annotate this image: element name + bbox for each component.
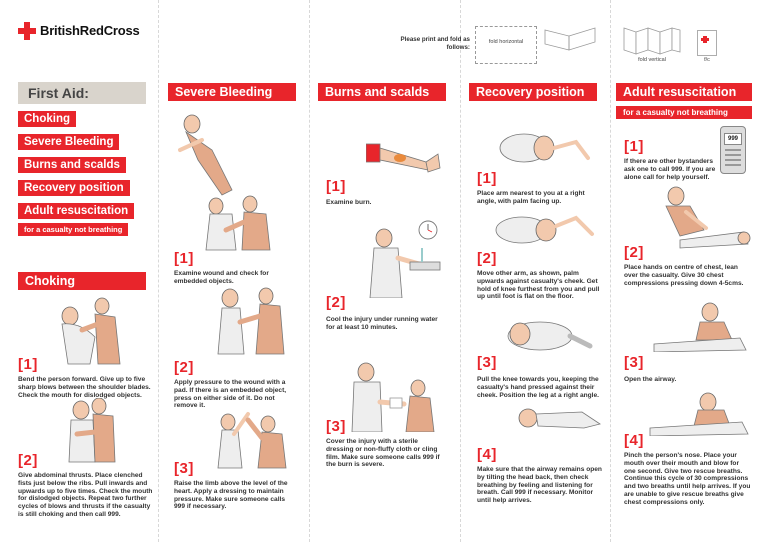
recovery-step-4-illustration xyxy=(518,408,601,429)
fold-arrow-diagram xyxy=(544,27,596,51)
fold-horizontal-label: fold horizontal xyxy=(488,39,524,45)
print-instructions: Please print and fold as follows: xyxy=(400,36,470,51)
first-aid-title: First Aid: xyxy=(18,82,146,104)
recovery-step-2-text: Move other arm, as shown, palm upwards a… xyxy=(477,270,600,301)
bleeding-step-1-number: [1] xyxy=(174,250,194,267)
resus-step-4-text: Pinch the person's nose. Place your mout… xyxy=(624,452,751,506)
resus-compressions-illustration xyxy=(665,186,751,249)
red-cross-logo xyxy=(18,22,36,40)
fold-line xyxy=(309,0,310,542)
fold-line xyxy=(610,0,611,542)
menu-item-resus-sub: for a casualty not breathing xyxy=(18,223,129,236)
bleeding-examine-illustration xyxy=(178,114,271,251)
burns-cool-water-illustration xyxy=(369,220,441,298)
burns-step-1-number: [1] xyxy=(326,178,346,195)
menu-item-burns: Burns and scalds xyxy=(18,157,126,173)
recovery-step-2-number: [2] xyxy=(477,250,497,267)
menu-item-bleeding: Severe Bleeding xyxy=(18,134,120,150)
section-title-recovery: Recovery position xyxy=(469,83,597,101)
fold-vertical-label: fold vertical xyxy=(638,57,666,63)
recovery-step-4-text: Make sure that the airway remains open b… xyxy=(477,466,602,505)
phone-screen: 999 xyxy=(724,133,742,145)
recovery-step-1-text: Place arm nearest to you at a right angl… xyxy=(477,190,585,205)
recovery-step-1-illustration xyxy=(499,133,590,163)
bleeding-step-2-text: Apply pressure to the wound with a pad. … xyxy=(174,379,287,410)
resus-rescue-breaths-illustration xyxy=(649,392,749,436)
recovery-step-2-illustration xyxy=(495,215,594,244)
choking-step-1-text: Bend the person forward. Give up to five… xyxy=(18,376,151,399)
phone-keypad xyxy=(725,149,741,169)
resus-step-2-number: [2] xyxy=(624,244,644,261)
bleeding-step-2-number: [2] xyxy=(174,359,194,376)
section-subtitle-resus: for a casualty not breathing xyxy=(616,106,752,119)
burns-step-2-text: Cool the injury under running water for … xyxy=(326,316,438,331)
burns-step-3-text: Cover the injury with a sterile dressing… xyxy=(326,438,440,469)
front-cover-icon xyxy=(697,30,717,56)
burns-step-3-number: [3] xyxy=(326,418,346,435)
choking-step-1-number: [1] xyxy=(18,356,38,373)
section-title-burns: Burns and scalds xyxy=(318,83,446,101)
phone-icon: 999 xyxy=(720,126,746,174)
fc-label: f/c xyxy=(704,57,710,63)
fold-line xyxy=(460,0,461,542)
recovery-step-3-illustration xyxy=(507,321,593,351)
choking-back-blows-illustration xyxy=(61,297,121,365)
bleeding-pressure-illustration xyxy=(217,287,285,355)
section-title-resus: Adult resuscitation xyxy=(616,83,752,101)
burns-step-1-text: Examine burn. xyxy=(326,199,372,206)
choking-step-2-text: Give abdominal thrusts. Place clenched f… xyxy=(18,472,153,518)
recovery-step-4-number: [4] xyxy=(477,446,497,463)
resus-step-3-text: Open the airway. xyxy=(624,376,677,383)
brand-name: BritishRedCross xyxy=(40,23,140,38)
resus-step-1-text: If there are other bystanders ask one to… xyxy=(624,158,716,181)
bleeding-step-3-number: [3] xyxy=(174,460,194,477)
burns-step-2-number: [2] xyxy=(326,294,346,311)
fold-diagram-horizontal: fold horizontal xyxy=(475,26,537,64)
section-title-choking: Choking xyxy=(18,272,146,290)
choking-abdominal-thrusts-illustration xyxy=(68,398,116,463)
bleeding-raise-limb-illustration xyxy=(217,412,287,469)
burns-dressing-illustration xyxy=(351,362,435,432)
resus-step-1-number: [1] xyxy=(624,138,644,155)
resus-step-3-number: [3] xyxy=(624,354,644,371)
section-title-bleeding: Severe Bleeding xyxy=(168,83,296,101)
recovery-step-3-number: [3] xyxy=(477,354,497,371)
menu-item-resus: Adult resuscitation xyxy=(18,203,135,219)
menu-item-choking: Choking xyxy=(18,111,76,127)
bleeding-step-1-text: Examine wound and check for embedded obj… xyxy=(174,270,269,285)
menu-item-recovery: Recovery position xyxy=(18,180,130,196)
choking-step-2-number: [2] xyxy=(18,452,38,469)
resus-open-airway-illustration xyxy=(653,302,747,352)
resus-step-4-number: [4] xyxy=(624,432,644,449)
fold-vertical-diagram xyxy=(623,27,681,55)
recovery-step-1-number: [1] xyxy=(477,170,497,187)
burns-examine-illustration xyxy=(366,143,441,173)
bleeding-step-3-text: Raise the limb above the level of the he… xyxy=(174,480,288,511)
fold-line xyxy=(158,0,159,542)
resus-step-2-text: Place hands on centre of chest, lean ove… xyxy=(624,264,744,287)
recovery-step-3-text: Pull the knee towards you, keeping the c… xyxy=(477,376,600,399)
